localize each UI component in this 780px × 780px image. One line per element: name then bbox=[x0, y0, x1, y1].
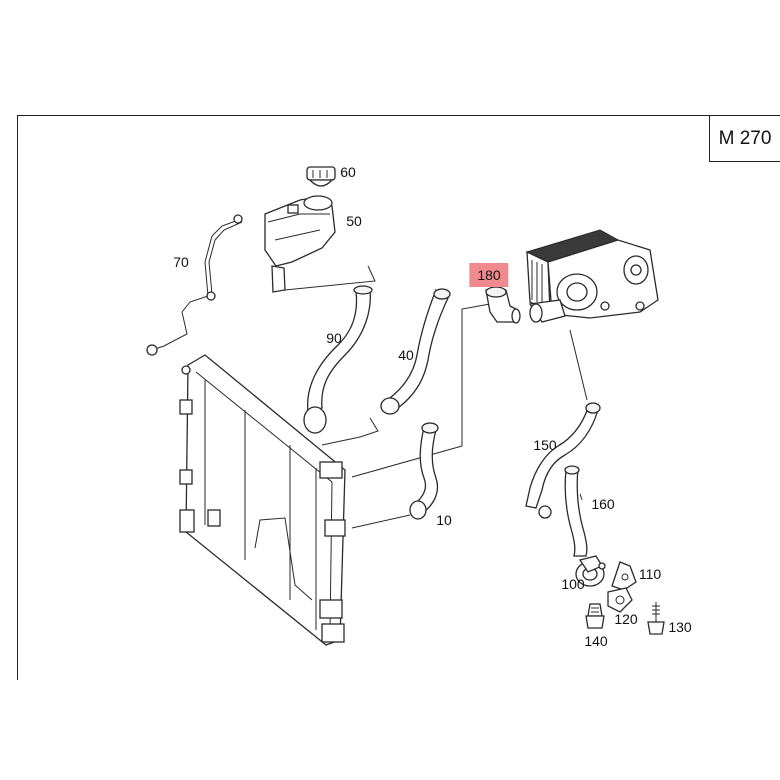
radiator-cap-part[interactable] bbox=[306, 166, 336, 187]
aux-pump-100-part[interactable] bbox=[575, 555, 606, 587]
callout-130[interactable]: 130 bbox=[668, 619, 692, 635]
hose-40-part[interactable] bbox=[380, 288, 451, 415]
callout-120[interactable]: 120 bbox=[614, 611, 638, 627]
hose-10-part[interactable] bbox=[409, 422, 439, 520]
bracket-110-part[interactable] bbox=[611, 561, 637, 591]
engine-code-label: M 270 bbox=[718, 127, 772, 149]
callout-10[interactable]: 10 bbox=[436, 512, 452, 528]
engine-code-box: M 270 bbox=[709, 116, 780, 162]
callout-140[interactable]: 140 bbox=[584, 633, 608, 649]
callout-90[interactable]: 90 bbox=[326, 330, 342, 346]
clamp-120-part[interactable] bbox=[607, 587, 633, 613]
callout-150[interactable]: 150 bbox=[533, 437, 557, 453]
callout-100[interactable]: 100 bbox=[561, 576, 585, 592]
callout-60[interactable]: 60 bbox=[340, 164, 356, 180]
radiator-part[interactable] bbox=[179, 354, 346, 646]
callout-50[interactable]: 50 bbox=[346, 213, 362, 229]
hose-150-part[interactable] bbox=[525, 402, 601, 519]
bolt-130-part[interactable] bbox=[647, 602, 665, 635]
callout-180-highlighted[interactable]: 180 bbox=[469, 263, 509, 287]
hose-160-part[interactable] bbox=[564, 465, 588, 557]
fitting-140-part[interactable] bbox=[585, 603, 605, 629]
coolant-pump-housing-part[interactable] bbox=[525, 229, 659, 323]
callout-70[interactable]: 70 bbox=[173, 254, 189, 270]
vent-line-part[interactable] bbox=[146, 214, 243, 356]
elbow-180-part[interactable] bbox=[485, 286, 521, 324]
diagram-frame bbox=[17, 115, 780, 680]
expansion-tank-part[interactable] bbox=[264, 195, 336, 293]
callout-160[interactable]: 160 bbox=[591, 496, 615, 512]
callout-110[interactable]: 110 bbox=[638, 566, 662, 582]
leader-lines bbox=[274, 265, 588, 529]
hose-90-part[interactable] bbox=[303, 285, 373, 434]
callout-40[interactable]: 40 bbox=[398, 347, 414, 363]
